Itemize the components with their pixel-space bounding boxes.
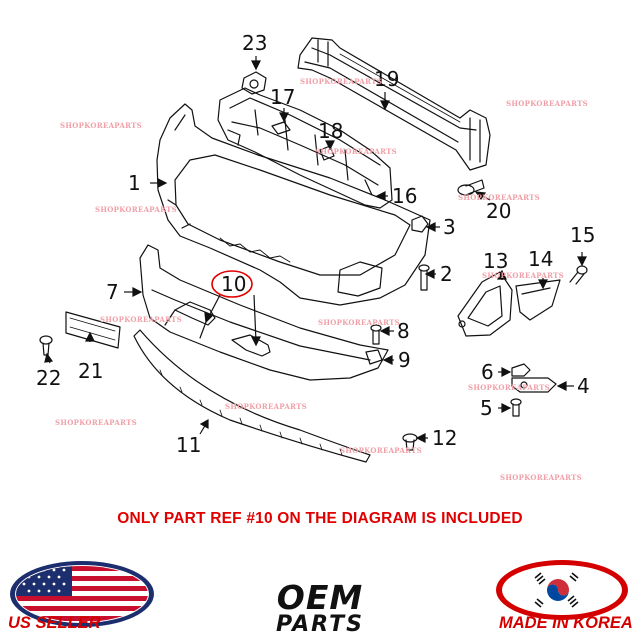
callout-23: 23: [242, 31, 267, 55]
korea-flag-icon: [534, 572, 579, 608]
watermark-text: SHOPKOREAPARTS: [225, 402, 307, 411]
part-7-lower-bumper: [139, 244, 389, 381]
watermark-text: SHOPKOREAPARTS: [318, 318, 400, 327]
callout-14: 14: [528, 247, 553, 271]
part-11-lip-strip: [133, 329, 371, 463]
watermark-text: SHOPKOREAPARTS: [506, 99, 588, 108]
part-8-screw: [370, 324, 382, 345]
part-10-brackets: [174, 301, 271, 357]
part-22-bolt: [39, 335, 53, 356]
part-6-nut: [511, 363, 531, 377]
part-3-clip: [411, 215, 429, 233]
callout-9: 9: [398, 348, 411, 372]
callout-5: 5: [480, 396, 493, 420]
callout-3: 3: [443, 215, 456, 239]
callout-2: 2: [440, 262, 453, 286]
watermark-text: SHOPKOREAPARTS: [60, 121, 142, 130]
part-23-clip: [241, 71, 267, 95]
callout-4: 4: [577, 374, 590, 398]
callout-19: 19: [374, 67, 399, 91]
callout-21: 21: [78, 359, 103, 383]
part-9-clip: [365, 349, 383, 365]
part-4-bracket: [511, 377, 557, 393]
watermark-text: SHOPKOREAPARTS: [500, 473, 582, 482]
part-13-fog-bezel: [457, 271, 513, 337]
callout-11: 11: [176, 433, 201, 457]
watermark-text: SHOPKOREAPARTS: [468, 383, 550, 392]
callout-1: 1: [128, 171, 141, 195]
watermark-text: SHOPKOREAPARTS: [95, 205, 177, 214]
watermark-text: SHOPKOREAPARTS: [100, 315, 182, 324]
watermark-text: SHOPKOREAPARTS: [300, 77, 382, 86]
watermark-text: SHOPKOREAPARTS: [315, 147, 397, 156]
callout-7: 7: [106, 280, 119, 304]
watermarks: SHOPKOREAPARTS SHOPKOREAPARTS SHOPKOREAP…: [55, 77, 588, 482]
oem-label: OEM: [276, 578, 364, 617]
part-2-screw: [418, 264, 430, 291]
part-19-reinforcement-beam: [297, 37, 491, 171]
callout-17: 17: [270, 85, 295, 109]
part-17-clip: [271, 121, 291, 135]
callout-15: 15: [570, 223, 595, 247]
watermark-text: SHOPKOREAPARTS: [340, 446, 422, 455]
callout-6: 6: [481, 360, 494, 384]
part-14-bezel-trim: [515, 279, 561, 321]
part-15-bolt: [569, 265, 588, 285]
callout-13: 13: [483, 249, 508, 273]
callout-22: 22: [36, 366, 61, 390]
watermark-text: SHOPKOREAPARTS: [482, 271, 564, 280]
parts-label: PARTS: [276, 612, 364, 637]
watermark-text: SHOPKOREAPARTS: [55, 418, 137, 427]
callout-18: 18: [318, 119, 343, 143]
callout-20: 20: [486, 199, 511, 223]
us-seller-label: US SELLER: [8, 614, 101, 632]
watermark-text: SHOPKOREAPARTS: [458, 193, 540, 202]
part-18-clip: [319, 145, 335, 161]
callout-10: 10: [221, 272, 246, 296]
callout-12: 12: [432, 426, 457, 450]
callout-8: 8: [397, 319, 410, 343]
callout-16: 16: [392, 184, 417, 208]
part-21-plate-bracket: [65, 311, 121, 349]
made-in-korea-label: MADE IN KOREA: [499, 614, 633, 632]
korea-flag-badge: [496, 560, 628, 620]
part-20-bolt: [457, 179, 485, 196]
part-16-energy-absorber: [217, 87, 393, 209]
part-5-screw: [510, 398, 522, 417]
highlight-ring-callout-10: [211, 270, 253, 298]
leader-arrows: [44, 56, 587, 443]
included-part-notice: ONLY PART REF #10 ON THE DIAGRAM IS INCL…: [117, 510, 523, 527]
part-1-bumper-cover: [156, 103, 431, 306]
callout-labels: 1 2 3 4 5 6 7 8 9 10 11 12 13 14 15 16 1…: [36, 31, 595, 457]
